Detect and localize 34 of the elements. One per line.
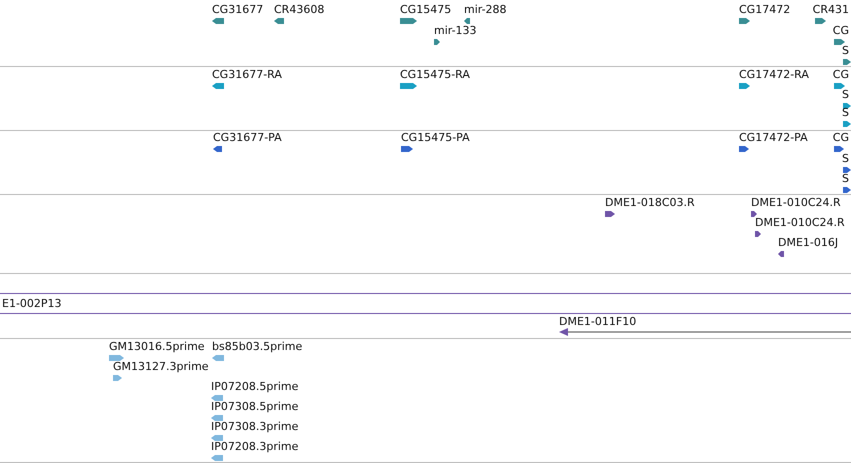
feature-label: CG15475 [400,3,452,16]
feature-label: mir-288 [464,3,507,16]
feature-label: DME1-016J [778,236,838,249]
feature-label: CG15475-PA [401,131,470,144]
feature-label: IP07208.5prime [211,380,298,393]
feature-label: DME1-010C24.R [755,216,845,229]
feature-label: CR43608 [274,3,324,16]
feature-label: CG [832,24,849,37]
feature-label: bs85b03.5prime [212,340,302,353]
feature-label: S [842,172,849,185]
feature-label: CG31677-PA [213,131,282,144]
feature-label: CR431 [812,3,849,16]
feature-label: S [842,152,849,165]
feature-label: S [842,88,849,101]
feature-label: CG17472-RA [739,68,809,81]
feature-label: CG31677 [212,3,264,16]
feature-label: CG31677-RA [212,68,282,81]
feature-label: IP07208.3prime [211,440,298,453]
feature-label: CG17472 [739,3,790,16]
feature-label: CG15475-RA [400,68,470,81]
feature-label: DME1-018C03.R [605,196,695,209]
feature-label: CG [832,68,849,81]
feature-label: GM13016.5prime [109,340,205,353]
feature-label: GM13127.3prime [113,360,209,373]
feature-label: S [842,44,849,57]
feature-label: S [842,106,849,119]
feature-label: DME1-011F10 [559,315,636,328]
feature-label: E1-002P13 [2,297,62,310]
feature-label: IP07308.5prime [211,400,298,413]
feature-label: CG [832,131,849,144]
feature-label: mir-133 [434,24,477,37]
feature-label: DME1-010C24.R [751,196,841,209]
feature-label: IP07308.3prime [211,420,298,433]
feature-label: CG17472-PA [739,131,808,144]
